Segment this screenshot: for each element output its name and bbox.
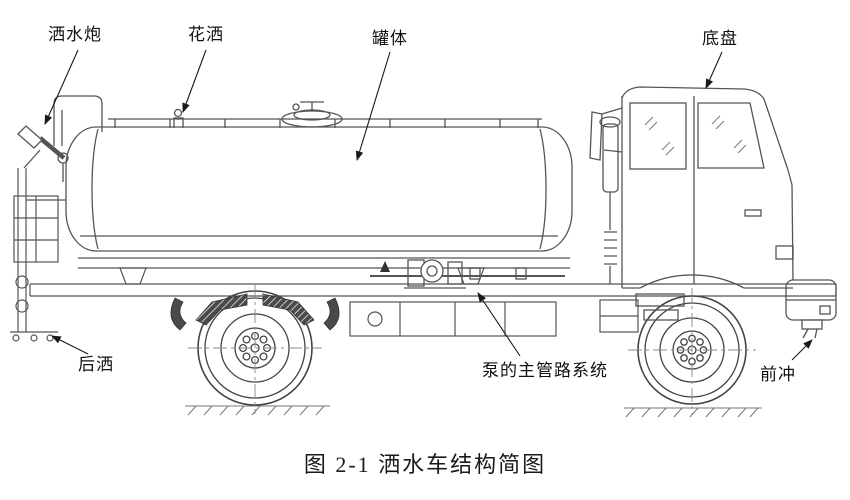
- front-wheel: [628, 288, 756, 414]
- cab-step-upper: [635, 293, 685, 307]
- label-front-flush: 前冲: [760, 365, 796, 384]
- rear-fender: [170, 293, 340, 331]
- air-intake: [599, 116, 621, 284]
- label-chassis: 底盘: [702, 29, 738, 48]
- label-pump-pipeline: 泵的主管路系统: [482, 361, 608, 380]
- chassis-frame: [29, 257, 837, 337]
- rear-piping-group: [10, 168, 66, 342]
- sprinkler-head: [173, 108, 184, 128]
- leader-lines: [44, 49, 813, 361]
- ground-lines: [185, 405, 762, 418]
- label-tank: 罐体: [372, 29, 408, 48]
- cab-door-window: [697, 102, 765, 169]
- figure-caption: 图 2-1 洒水车结构简图: [303, 452, 547, 477]
- rear-wheel: [188, 284, 322, 414]
- pump-pipeline-group: [370, 259, 565, 289]
- leader-sprinkler: [182, 49, 207, 114]
- leader-pump-pipeline: [477, 292, 521, 357]
- label-sprinkler: 花洒: [188, 25, 224, 44]
- water-cannon-group: [17, 95, 103, 182]
- door-handle: [744, 209, 762, 217]
- leader-chassis: [705, 51, 723, 90]
- leader-tank: [355, 51, 391, 162]
- label-rear-spray: 后洒: [78, 355, 114, 374]
- mirror: [589, 107, 623, 161]
- manhole: [281, 101, 343, 128]
- leader-front-flush: [791, 339, 813, 361]
- front-flush-nozzle: [801, 319, 823, 339]
- leader-water-cannon: [44, 49, 79, 126]
- cab-group: [589, 86, 837, 339]
- fog-light: [819, 305, 831, 315]
- cab-rear-window: [629, 102, 687, 170]
- headlight: [775, 245, 794, 260]
- label-water-cannon: 洒水炮: [48, 25, 102, 44]
- leader-rear-spray: [51, 335, 89, 355]
- cab-step-lower: [643, 309, 679, 321]
- tank-group: [65, 101, 573, 252]
